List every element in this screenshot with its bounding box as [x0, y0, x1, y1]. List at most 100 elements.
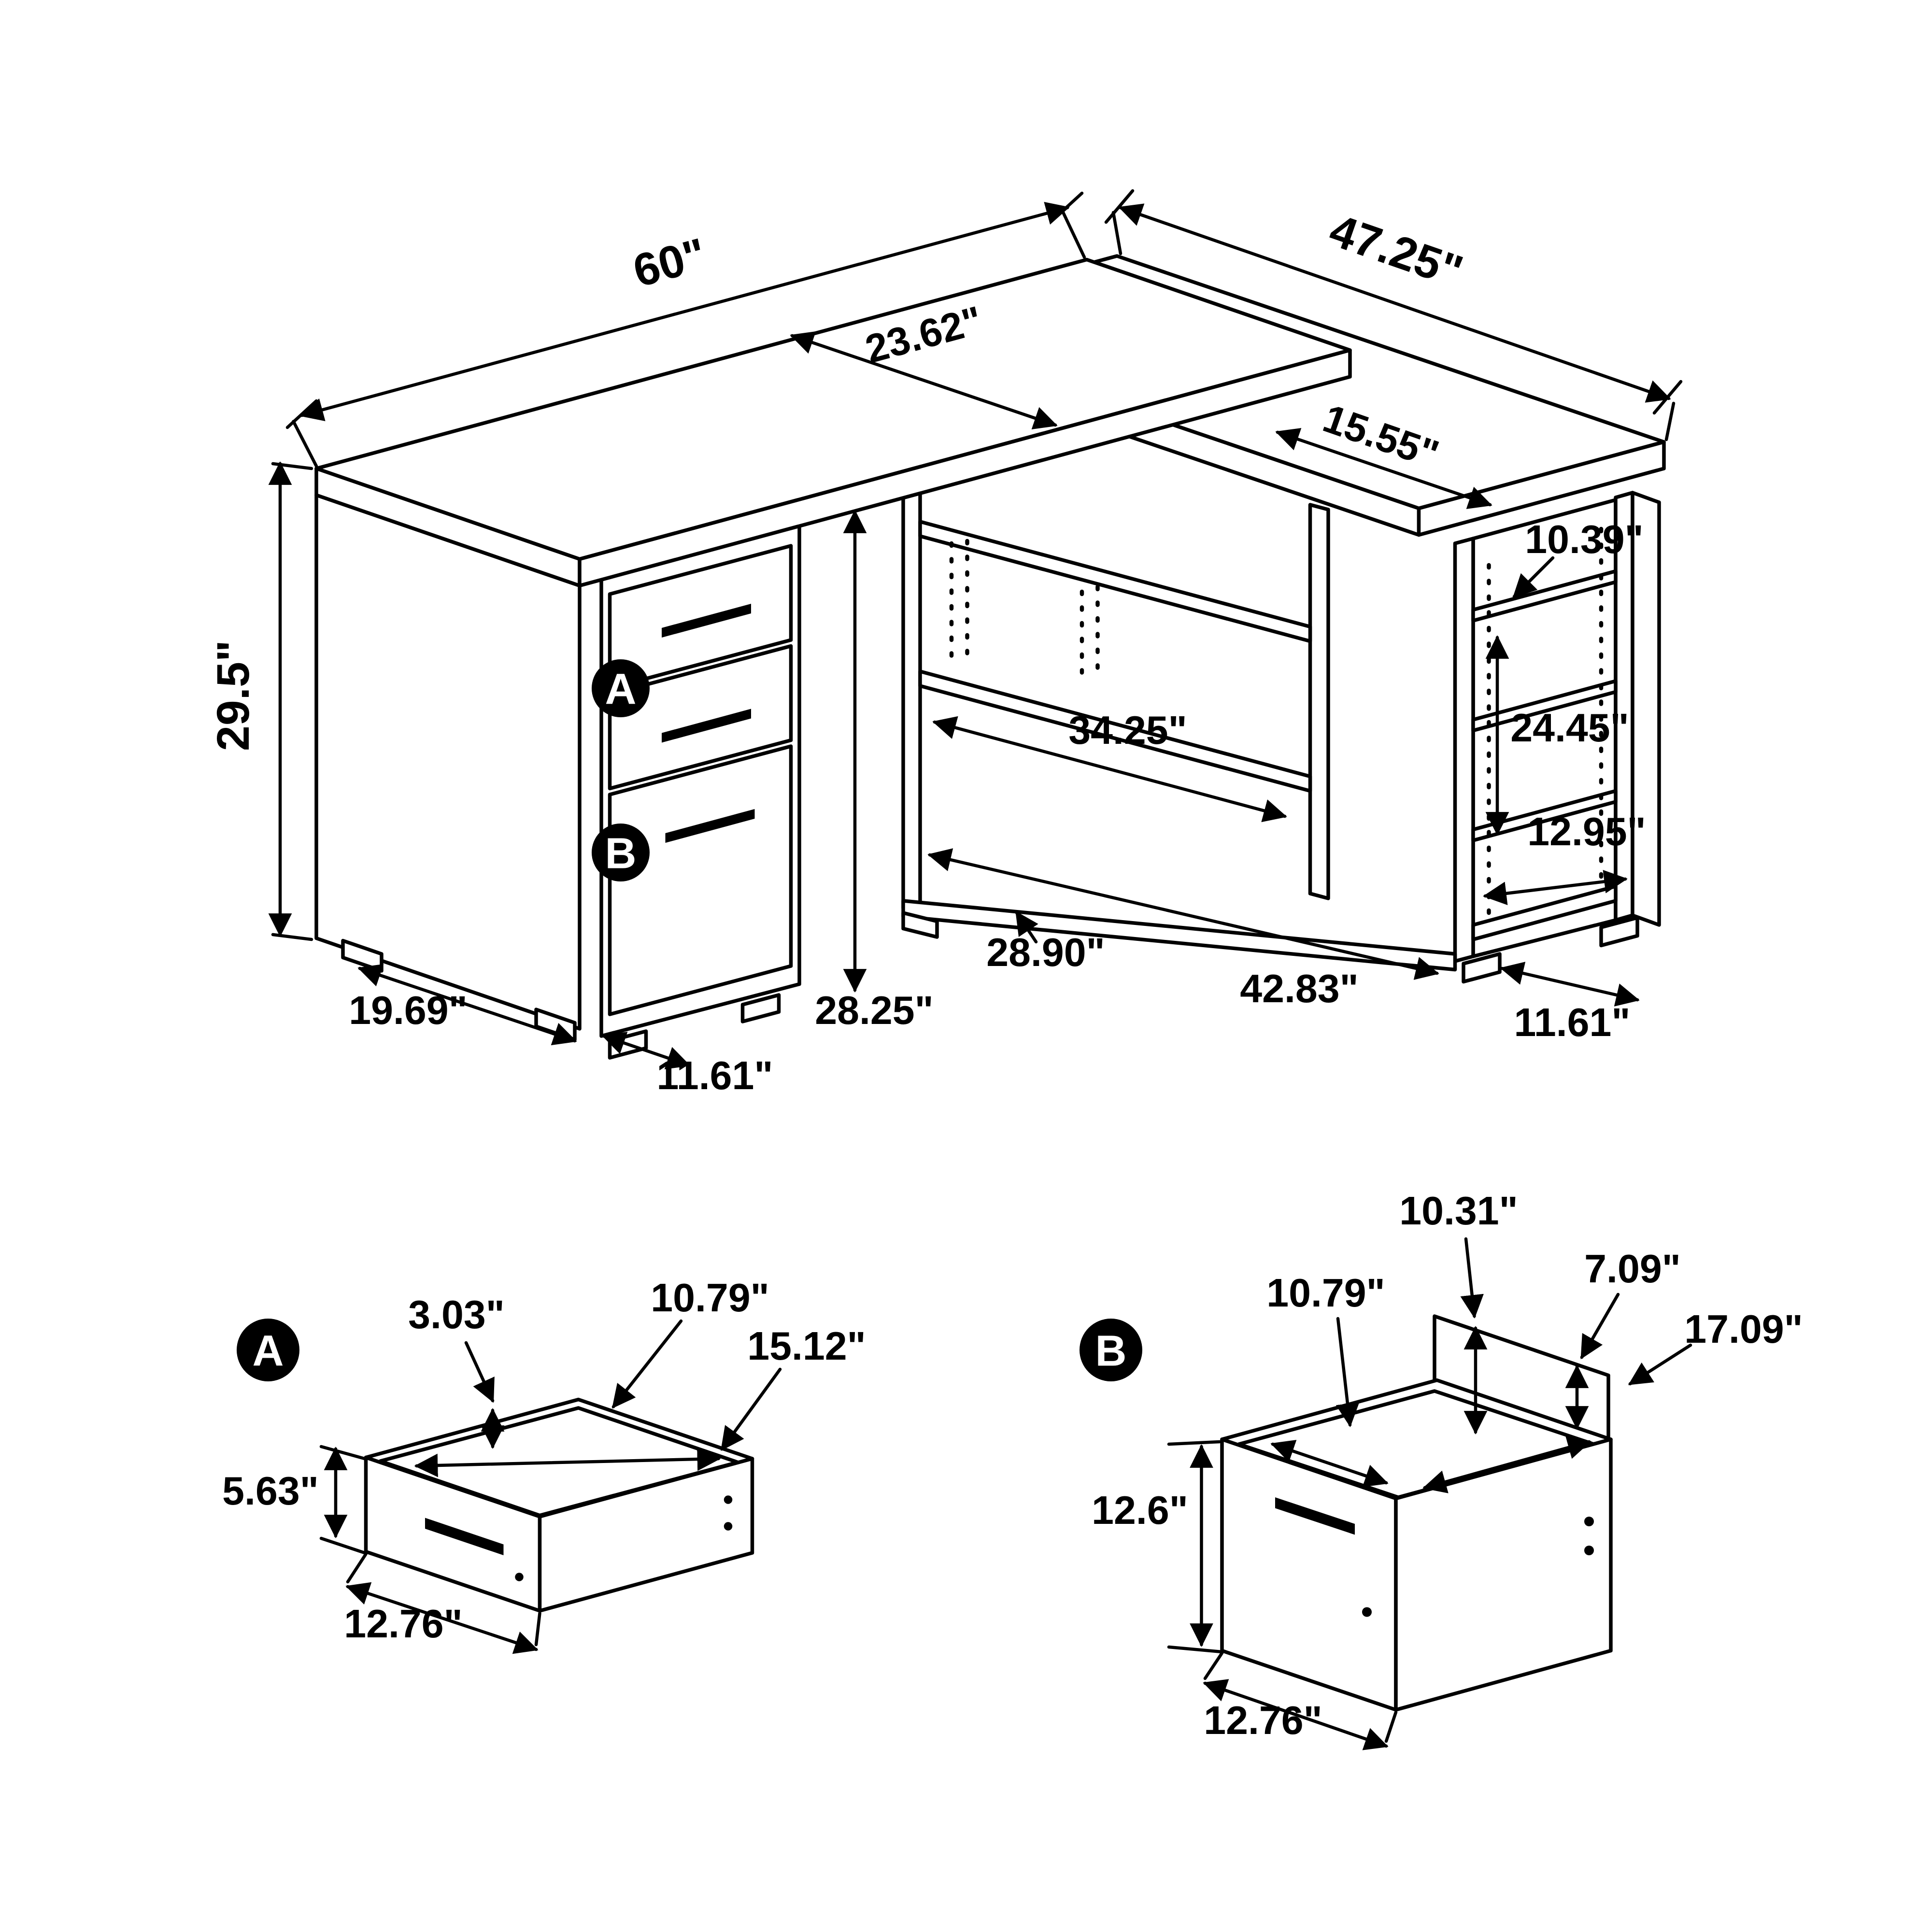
right-unit-right-board-side: [1631, 491, 1661, 927]
dim-29-5: 29.5": [208, 461, 313, 941]
right-unit-left-board: [1453, 537, 1475, 963]
drawer-b-screw-hole-1: [1362, 1607, 1372, 1617]
pedestal-foot-2: [740, 993, 781, 1023]
dim-a-12-76-label: 12.76": [344, 1602, 463, 1646]
dim-28-25-label: 28.25": [815, 988, 934, 1033]
drawer-b-handle: [1275, 1497, 1355, 1535]
drawer-b-screw-hole-3: [1584, 1546, 1594, 1555]
dim-b-12-76-label: 12.76": [1204, 1698, 1322, 1743]
dim-24-45: 24.45": [1485, 635, 1629, 836]
drawer-1-handle: [662, 604, 751, 638]
dim-b-12-6: 12.6": [1092, 1440, 1224, 1654]
dim-a-5-63-ext-2: [319, 1536, 367, 1555]
dim-11-61-left: 11.61": [601, 1032, 773, 1098]
dim-b-10-79-leader: [1335, 1317, 1360, 1427]
drawer-3-handle: [665, 809, 755, 843]
marker-b-circle: [592, 824, 650, 881]
dim-60-ext-2: [1061, 210, 1086, 259]
dim-28-25: 28.25": [815, 510, 934, 1033]
dim-23-62-line: [790, 331, 1058, 429]
dim-b-17-09: 17.09": [1422, 1307, 1803, 1493]
right-unit-foot-left: [1462, 952, 1502, 984]
dim-47-25-line: [1118, 203, 1671, 403]
pedestal-drawers: [341, 544, 793, 1060]
dim-a-5-63: 5.63": [222, 1445, 367, 1555]
dim-10-39-label: 10.39": [1525, 517, 1644, 562]
dim-60-line: [299, 201, 1070, 422]
drawer-a-detail: A 3.03" 10.79" 15.12": [222, 1276, 866, 1654]
dim-b-10-79-label: 10.79": [1266, 1271, 1385, 1315]
dim-10-39: 10.39": [1512, 517, 1644, 598]
dim-a-12-76-ext-1: [346, 1552, 368, 1584]
dim-b-12-76-ext-2: [1384, 1710, 1398, 1743]
drawer-a-screw-hole-1: [724, 1495, 733, 1504]
dim-b-7-09-label: 7.09": [1584, 1247, 1681, 1291]
dim-19-69-line: [357, 964, 577, 1046]
drawer-a-box: [364, 1397, 754, 1613]
dim-11-61-right-line: [1500, 962, 1640, 1007]
drawer-b-screw-hole-2: [1584, 1517, 1594, 1526]
dim-a-3-03-leader: [464, 1341, 495, 1403]
dim-11-61-left-line: [601, 1032, 691, 1069]
right-shelf-unit: [1453, 491, 1661, 984]
dim-28-90-label: 28.90": [986, 930, 1105, 975]
dim-60-tick-1: [285, 399, 318, 429]
dim-60-tick-2: [1051, 191, 1084, 222]
drawer-b-detail: B 10.31" 7.09" 10.79": [1080, 1189, 1803, 1750]
dim-b-10-79: 10.79": [1266, 1271, 1389, 1487]
dim-11-61-right-label: 11.61": [1514, 1000, 1630, 1045]
drawer-a-screw-hole-3: [515, 1573, 524, 1581]
drawer-b-box: [1220, 1314, 1613, 1712]
dim-47-25-ext-1: [1111, 211, 1122, 256]
dim-47-25-label: 47.25": [1323, 204, 1469, 298]
drawer-a-handle: [425, 1518, 504, 1555]
dim-b-17-09-leader: [1628, 1343, 1692, 1386]
dim-11-61-right: 11.61": [1500, 962, 1640, 1045]
dim-a-5-63-ext-1: [319, 1445, 367, 1461]
dim-34-25: 34.25": [932, 708, 1287, 823]
right-unit-shelf-1: [1471, 569, 1618, 623]
dim-19-69: 19.69": [349, 964, 577, 1046]
dim-a-15-12-label: 15.12": [747, 1324, 866, 1368]
dim-29-5-ext-2: [271, 933, 313, 941]
drawer-b-badge: B: [1080, 1319, 1142, 1381]
dim-11-61-left-label: 11.61": [656, 1053, 773, 1098]
dim-b-10-31-label: 10.31": [1399, 1189, 1518, 1233]
dim-a-10-79: 10.79": [611, 1276, 769, 1409]
dim-b-7-09: 7.09": [1565, 1247, 1681, 1430]
right-unit-foot-right: [1599, 916, 1639, 948]
dim-60-label: 60": [628, 228, 711, 297]
middle-divider-panel: [901, 483, 922, 915]
dim-42-83-label: 42.83": [1240, 966, 1359, 1011]
drawer-a-badge-letter: A: [253, 1327, 284, 1376]
dim-42-83-line: [927, 848, 1439, 980]
dim-34-25-line: [932, 716, 1287, 823]
dim-10-39-leader: [1512, 556, 1555, 598]
drawer-2-handle: [662, 709, 751, 743]
dim-b-17-09-arrow: [1422, 1436, 1591, 1493]
drawer-b-badge-circle: [1080, 1319, 1142, 1381]
dim-b-17-09-label: 17.09": [1684, 1307, 1803, 1351]
dim-12-95: 12.95": [1483, 810, 1646, 905]
dim-b-12-76-ext-1: [1203, 1651, 1224, 1680]
middle-back-rail: [918, 520, 1312, 643]
marker-a-badge: A: [592, 659, 650, 717]
dim-60-ext-1: [292, 420, 318, 468]
marker-b-badge: B: [592, 824, 650, 881]
dim-b-12-76: 12.76": [1203, 1651, 1398, 1750]
drawer-b-badge-letter: B: [1095, 1327, 1127, 1376]
dim-b-7-09-leader: [1580, 1293, 1620, 1360]
dim-b-10-31-leader: [1460, 1237, 1484, 1319]
drawer-3-front: [608, 744, 793, 1016]
marker-a-circle: [592, 659, 650, 717]
dim-a-15-12: 15.12": [414, 1324, 866, 1477]
dim-34-25-label: 34.25": [1068, 708, 1187, 753]
dim-a-12-76-ext-2: [534, 1611, 541, 1647]
marker-b-letter: B: [605, 830, 637, 878]
marker-a-letter: A: [605, 666, 637, 714]
dim-12-95-line: [1483, 870, 1628, 905]
dim-a-3-03: 3.03": [408, 1293, 505, 1449]
dim-b-10-79-arrow: [1270, 1440, 1389, 1487]
